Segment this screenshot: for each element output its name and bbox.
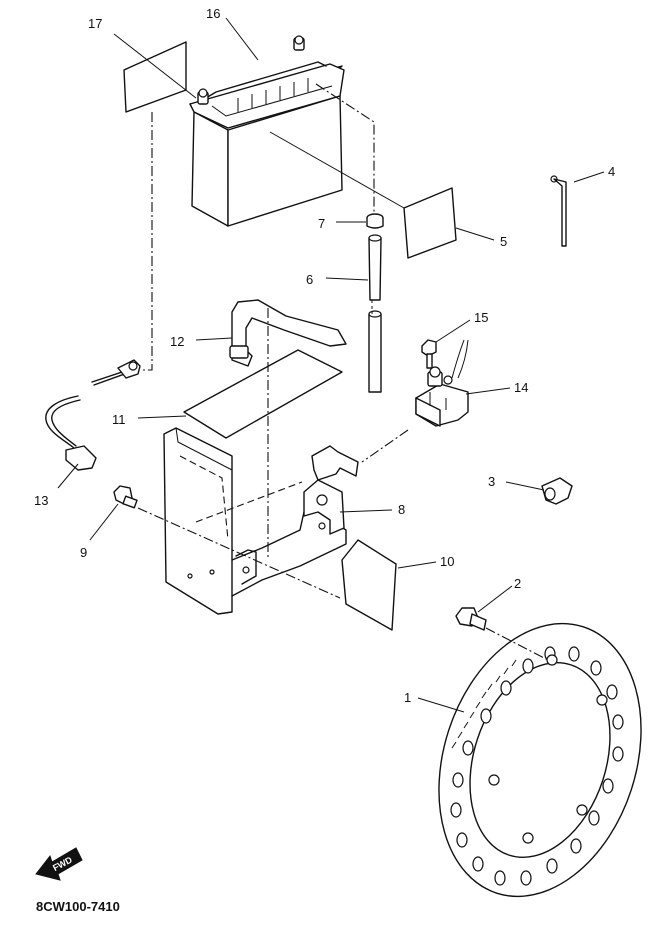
breather-hose [368, 234, 382, 393]
battery-case [163, 427, 359, 615]
callout-15: 15 [474, 310, 488, 325]
callout-3: 3 [488, 474, 495, 489]
callout-2: 2 [514, 576, 521, 591]
negative-lead [45, 359, 141, 471]
case-bolt [113, 485, 138, 509]
assembly-lines [137, 83, 549, 661]
battery-pad-upper [123, 41, 187, 113]
cover-plate [341, 539, 397, 631]
fwd-arrow-icon: FWD [35, 847, 83, 881]
battery [189, 35, 345, 227]
callout-labels: 1 2 3 4 5 6 7 8 9 10 11 12 13 14 15 16 1… [34, 6, 615, 705]
battery-pad-side [403, 187, 457, 259]
callout-1: 1 [404, 690, 411, 705]
wire-clip [541, 477, 573, 505]
callout-10: 10 [440, 554, 454, 569]
relay-bolt [421, 339, 437, 369]
callout-6: 6 [306, 272, 313, 287]
starter-relay [415, 339, 469, 427]
callout-12: 12 [170, 334, 184, 349]
callout-13: 13 [34, 493, 48, 508]
callout-14: 14 [514, 380, 528, 395]
brake-disc [438, 622, 642, 898]
callout-11: 11 [112, 412, 126, 427]
battery-band [229, 299, 347, 367]
callout-16: 16 [206, 6, 220, 21]
callout-9: 9 [80, 545, 87, 560]
callout-4: 4 [608, 164, 615, 179]
callout-7: 7 [318, 216, 325, 231]
diagram-code: 8CW100-7410 [36, 899, 120, 914]
leader-lines [57, 17, 605, 713]
disc-holes [450, 646, 624, 886]
disc-bolt [455, 607, 487, 631]
callout-8: 8 [398, 502, 405, 517]
clamp-rod [550, 175, 567, 247]
callout-5: 5 [500, 234, 507, 249]
battery-sheet [183, 349, 343, 439]
breather-cap [366, 213, 384, 229]
callout-17: 17 [88, 16, 102, 31]
